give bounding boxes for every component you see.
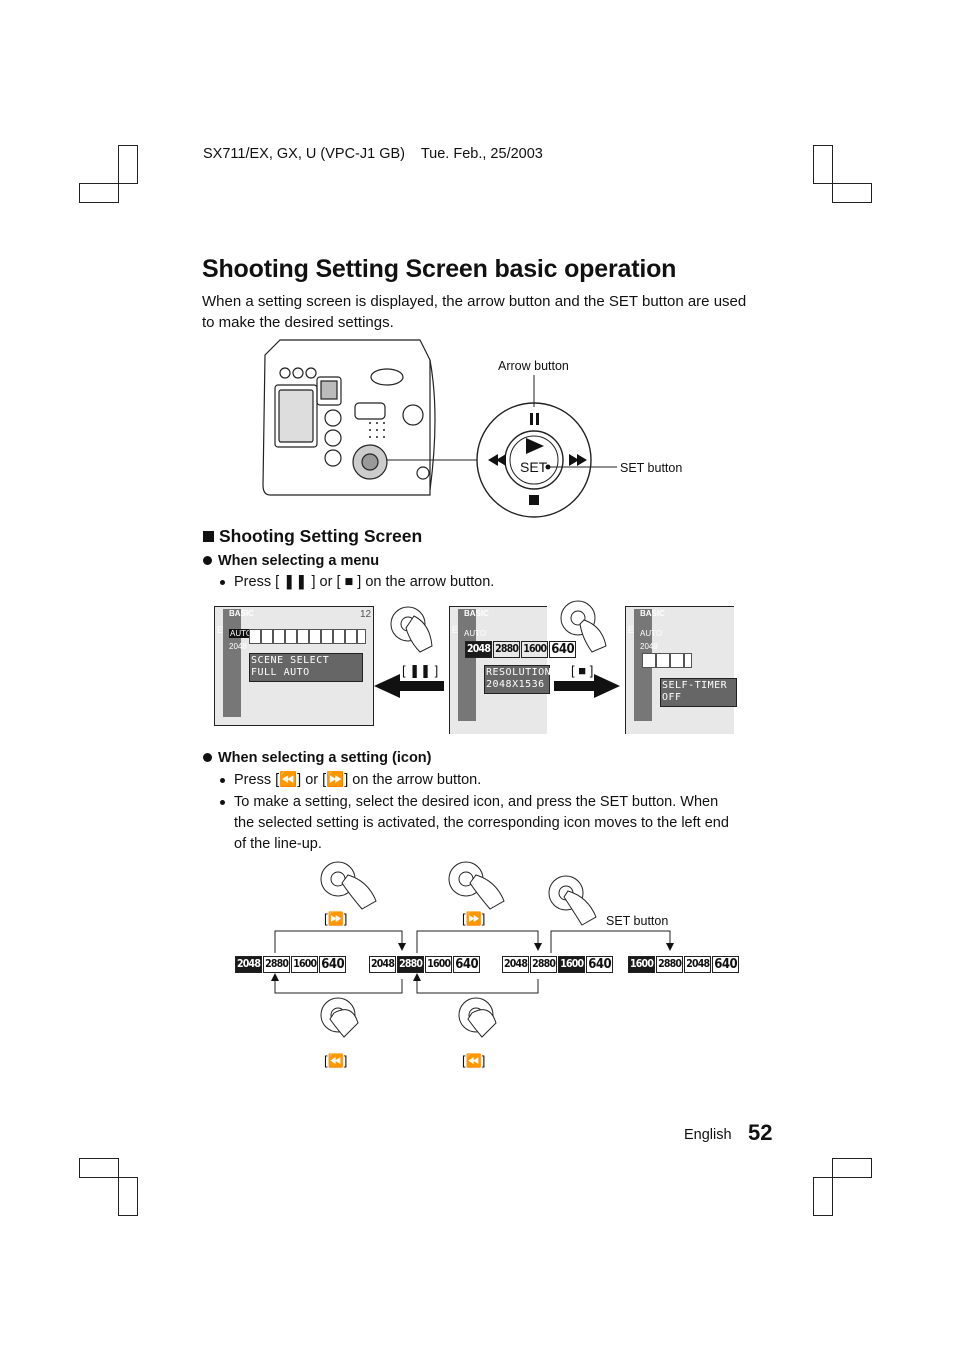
page-number: 52 <box>748 1120 773 1145</box>
footer-language: English <box>684 1127 732 1143</box>
camera-illustration <box>262 339 617 518</box>
setting-instruction-2: To make a setting, select the desired ic… <box>220 792 740 855</box>
section-heading: Shooting Setting Screen <box>203 526 422 547</box>
set-button-label: SET button <box>620 461 683 475</box>
forward-label-2: [⏩] <box>462 911 486 926</box>
setting-instruction-1: Press [⏪] or [⏩] on the arrow button. <box>220 770 481 791</box>
lcd-screen-self-timer: BASIC E AUTO 2048 SELF-TIMER OFF <box>625 606 737 734</box>
set-text: SET <box>520 459 548 475</box>
menu-subheading: When selecting a menu <box>203 553 379 569</box>
back-label-1: [⏪] <box>324 1053 348 1068</box>
model-text: SX711/EX, GX, U (VPC-J1 GB) <box>203 146 405 162</box>
lcd-screen-resolution: BASIC E AUTO RESOLUTION 2048X1536 <box>449 606 551 734</box>
square-bullet-icon <box>203 531 214 542</box>
document-header: SX711/EX, GX, U (VPC-J1 GB) Tue. Feb., 2… <box>203 146 543 162</box>
set-button-label-2: SET button <box>606 914 669 928</box>
round-bullet-icon <box>203 753 212 762</box>
stop-arrow-label: [ ■ ] <box>571 663 594 678</box>
small-bullet-icon <box>220 579 225 585</box>
lcd-screen-scene-select: BASIC E AUTO 2048 12 SCENE SELECT FULL A… <box>214 606 374 726</box>
setting-subheading: When selecting a setting (icon) <box>203 750 432 766</box>
round-bullet-icon <box>203 556 212 565</box>
small-bullet-icon <box>220 800 225 805</box>
back-label-2: [⏪] <box>462 1053 486 1068</box>
arrow-button-label: Arrow button <box>498 359 569 373</box>
small-bullet-icon <box>220 777 225 783</box>
page-title: Shooting Setting Screen basic operation <box>202 255 677 283</box>
screen-transition-arrows <box>374 600 620 698</box>
intro-paragraph: When a setting screen is displayed, the … <box>202 293 747 331</box>
setting-flow-diagram <box>271 861 674 1038</box>
menu-instruction: Press [ ❚❚ ] or [ ■ ] on the arrow butto… <box>220 572 494 593</box>
pause-arrow-label: [ ❚❚ ] <box>402 663 439 678</box>
forward-label-1: [⏩] <box>324 911 348 926</box>
date-text: Tue. Feb., 25/2003 <box>420 146 543 162</box>
